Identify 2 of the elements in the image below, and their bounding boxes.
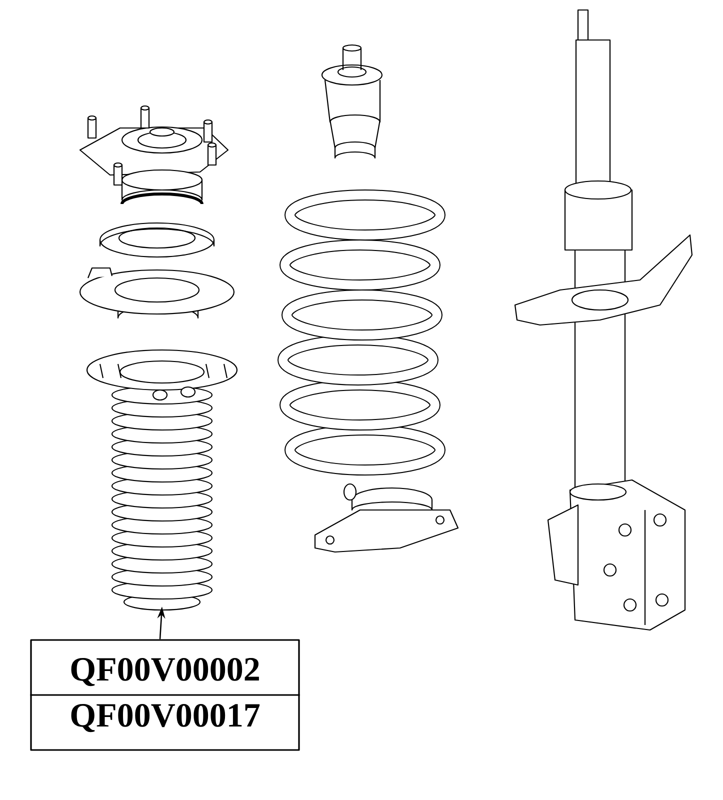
part-number-box: QF00V00002 QF00V00017 bbox=[30, 639, 300, 751]
dust-boot-drawing bbox=[86, 349, 238, 611]
